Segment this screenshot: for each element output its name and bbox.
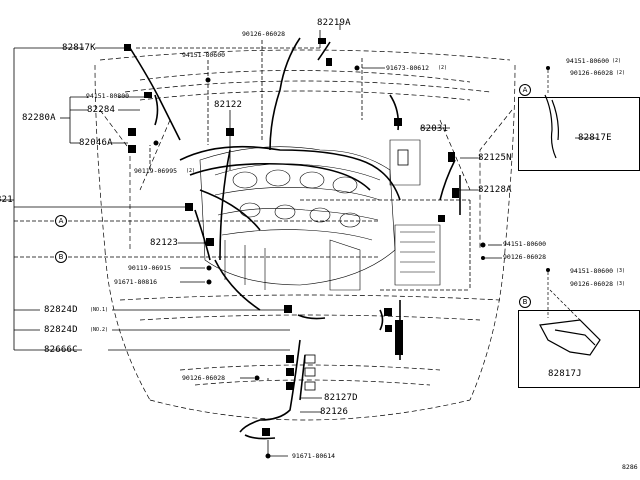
- part-94151-80600-mid[interactable]: 94151-80600: [503, 240, 547, 248]
- part-90119-06995-qty: (2): [186, 168, 196, 174]
- part-90119-06915[interactable]: 90119-06915: [128, 264, 172, 272]
- inset-a-90126-06028[interactable]: 90126-06028: [570, 69, 614, 77]
- inset-b-ref-circle: B: [519, 296, 531, 308]
- inset-b-90126-qty: (3): [616, 281, 626, 287]
- part-90126-06028-top[interactable]: 90126-06028: [242, 30, 286, 38]
- inset-b-detail: [539, 272, 601, 356]
- ref-circle-b: B: [55, 251, 67, 263]
- part-91673-qty: (2): [438, 65, 448, 71]
- part-82031[interactable]: 82031: [420, 124, 449, 134]
- part-94151-80800[interactable]: 94151-80800: [86, 92, 130, 100]
- inset-a-detail: [544, 70, 598, 159]
- part-82824D-no1-note: (NO.1): [90, 307, 109, 313]
- part-82824D-no2[interactable]: 82824D: [44, 325, 78, 335]
- part-82122[interactable]: 82122: [214, 100, 243, 110]
- inset-a-90126-qty: (2): [616, 70, 626, 76]
- part-82824D-no1[interactable]: 82824D: [44, 305, 78, 315]
- part-94151-80600-top[interactable]: 94151-80600: [182, 51, 226, 59]
- part-90126-06028-bot[interactable]: 90126-06028: [182, 374, 226, 382]
- part-90126-06028-mid[interactable]: 90126-06028: [503, 253, 547, 261]
- part-82127D[interactable]: 82127D: [324, 393, 358, 403]
- part-821-truncated[interactable]: 821: [0, 195, 13, 205]
- inset-a-94151-qty: (2): [612, 58, 622, 64]
- ref-circle-a: A: [55, 215, 67, 227]
- connector-outlines: [304, 149, 409, 391]
- part-91671-80816[interactable]: 91671-80816: [114, 278, 158, 286]
- part-90119-06995[interactable]: 90119-06995: [134, 167, 178, 175]
- part-82280A[interactable]: 82280A: [22, 113, 56, 123]
- wire-harness: [129, 37, 461, 440]
- inset-a-ref-circle: A: [519, 84, 531, 96]
- part-82126[interactable]: 82126: [320, 407, 349, 417]
- diagram-code: 8286: [622, 463, 638, 471]
- part-82817K[interactable]: 82817K: [62, 43, 96, 53]
- inset-a-94151-80600[interactable]: 94151-80600: [566, 57, 610, 65]
- part-91673-80612[interactable]: 91673-80612: [386, 64, 430, 72]
- inset-b-90126-06028[interactable]: 90126-06028: [570, 280, 614, 288]
- part-82824D-no2-note: (NO.2): [90, 327, 109, 333]
- part-82219A[interactable]: 82219A: [317, 18, 351, 28]
- part-82128A[interactable]: 82128A: [478, 185, 512, 195]
- part-82284[interactable]: 82284: [87, 105, 116, 115]
- inset-b-94151-80600[interactable]: 94151-80600: [570, 267, 614, 275]
- leader-lines: [0, 23, 502, 457]
- inset-b-part-82817J[interactable]: 82817J: [548, 369, 582, 379]
- part-82666C[interactable]: 82666C: [44, 345, 78, 355]
- engine-block: [199, 139, 441, 291]
- part-82125N[interactable]: 82125N: [478, 153, 512, 163]
- inset-b-94151-qty: (3): [616, 268, 626, 274]
- connectors: [124, 38, 550, 459]
- inset-a-part-82817E[interactable]: 82817E: [578, 133, 612, 143]
- vehicle-body-outline: [94, 49, 516, 421]
- part-82046A[interactable]: 82046A: [79, 138, 113, 148]
- part-82123[interactable]: 82123: [150, 238, 179, 248]
- part-91671-80614[interactable]: 91671-80614: [292, 452, 336, 460]
